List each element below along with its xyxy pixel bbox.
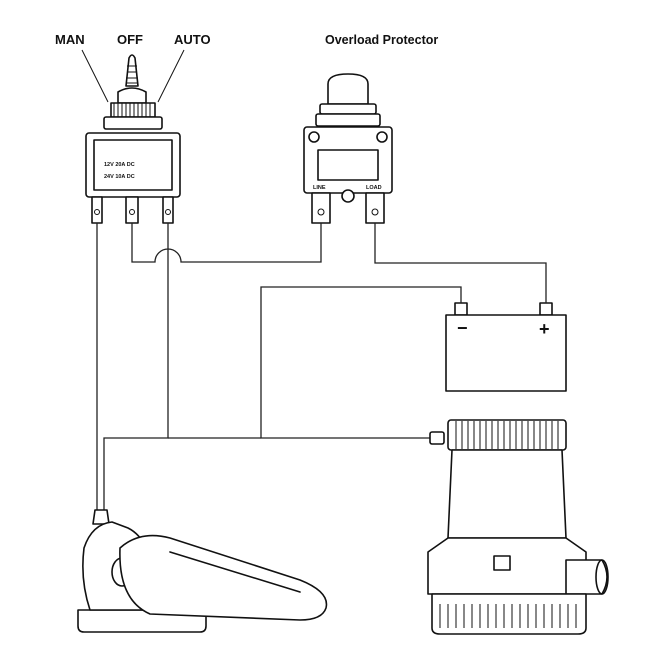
breaker-center-stud: [341, 189, 355, 203]
float-switch-gland: [92, 509, 110, 525]
wire-common-to-breaker: [131, 223, 322, 263]
battery: − +: [445, 302, 567, 392]
pump-cable-entry: [429, 431, 445, 445]
pump-shoulder: [427, 537, 587, 595]
toggle-nut: [103, 116, 163, 130]
man-position-label: MAN: [55, 32, 85, 47]
toggle-boot: [117, 87, 147, 104]
float-switch: [77, 509, 328, 633]
breaker-nut: [315, 113, 381, 127]
wire-auto-to-float-switch: [103, 223, 169, 510]
overload-protector: LINE LOAD: [303, 73, 393, 224]
pump-cap: [447, 419, 567, 451]
battery-negative-symbol: −: [457, 318, 468, 338]
bilge-pump: [427, 419, 609, 635]
reset-button: [327, 73, 369, 105]
breaker-mount-hole-left: [308, 131, 320, 143]
overload-protector-label: Overload Protector: [325, 33, 438, 47]
battery-terminal-positive: [539, 302, 553, 316]
breaker-terminal-load: [365, 192, 385, 224]
battery-positive-symbol: +: [539, 319, 550, 339]
pump-motor-body: [447, 449, 567, 539]
toggle-body-face: [93, 139, 173, 191]
breaker-mount-hole-right: [376, 131, 388, 143]
breaker-window: [317, 149, 379, 181]
off-position-label: OFF: [117, 32, 143, 47]
switch-rating-line-1: 12V 20A DC: [104, 162, 135, 168]
switch-rating-line-2: 24V 10A DC: [104, 174, 135, 180]
float-switch-arm: [119, 534, 328, 621]
auto-pointer-line: [157, 49, 185, 103]
breaker-terminal-line: [311, 192, 331, 224]
pump-outlet: [565, 559, 608, 595]
wire-breaker-to-battery-positive: [374, 223, 547, 303]
pump-strainer-base: [431, 593, 587, 635]
auto-position-label: AUTO: [174, 32, 211, 47]
pump-label-square: [493, 555, 511, 571]
toggle-switch: 12V 20A DC 24V 10A DC: [85, 54, 181, 224]
wiring: [96, 223, 547, 510]
man-pointer-line: [81, 49, 109, 103]
breaker-terminal-load-label: LOAD: [366, 185, 382, 191]
wire-battery-negative-to-pump: [260, 286, 462, 439]
breaker-collar: [319, 103, 377, 115]
breaker-terminal-line-label: LINE: [313, 185, 326, 191]
battery-case: [445, 314, 567, 392]
toggle-lever: [125, 54, 139, 87]
battery-terminal-negative: [454, 302, 468, 316]
pump-outlet-mouth: [595, 559, 609, 595]
float-arm-ridge: [169, 551, 301, 593]
